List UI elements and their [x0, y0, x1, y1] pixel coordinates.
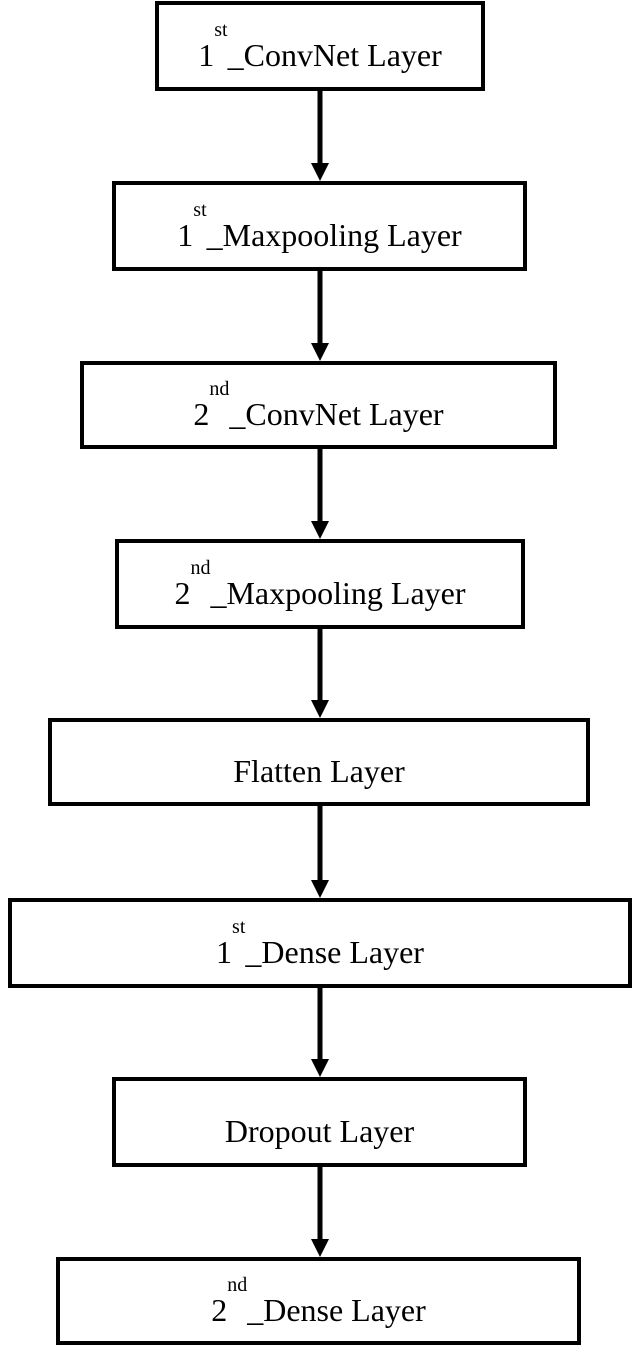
node-label: Flatten Layer [233, 753, 405, 789]
arrow-down-icon [311, 1239, 329, 1257]
edge-n2-n3 [311, 271, 329, 361]
arrow-down-icon [311, 1059, 329, 1077]
node-text: _ConvNet Layer [227, 37, 443, 73]
node-text: _ConvNet Layer [228, 396, 444, 432]
edge-n3-n4 [311, 449, 329, 539]
node-box [56, 1257, 581, 1345]
node-label: 2nd_Maxpooling Layer [174, 557, 465, 611]
node-label: 1st_Dense Layer [216, 916, 424, 970]
edge-n6-n7 [311, 988, 329, 1077]
edge-n1-n2 [311, 91, 329, 181]
node-ordinal: 1 [198, 37, 214, 73]
node-ordinal-suffix: nd [227, 1274, 247, 1296]
node-label: Dropout Layer [225, 1113, 415, 1149]
node-text: _Dense Layer [244, 934, 424, 970]
node-box [115, 539, 525, 629]
node-text: _Maxpooling Layer [209, 575, 465, 611]
node-n8: 2nd_Dense Layer [56, 1257, 581, 1345]
node-text: Flatten Layer [233, 753, 405, 789]
node-ordinal-suffix: st [193, 199, 207, 221]
arrow-down-icon [311, 163, 329, 181]
node-ordinal: 1 [177, 217, 193, 253]
node-box [8, 898, 632, 988]
node-box [48, 718, 590, 806]
node-box [112, 181, 527, 271]
edge-n4-n5 [311, 629, 329, 718]
node-ordinal: 2 [211, 1292, 227, 1328]
arrow-down-icon [311, 880, 329, 898]
edge-n5-n6 [311, 806, 329, 898]
arrow-down-icon [311, 521, 329, 539]
node-label: 1st_Maxpooling Layer [177, 199, 462, 253]
node-ordinal-suffix: nd [209, 378, 229, 400]
arrow-down-icon [311, 700, 329, 718]
node-label: 1st_ConvNet Layer [198, 19, 442, 73]
node-ordinal: 2 [174, 575, 190, 611]
node-ordinal: 2 [193, 396, 209, 432]
edges [311, 91, 329, 1257]
arrow-down-icon [311, 343, 329, 361]
node-text: _Maxpooling Layer [206, 217, 462, 253]
node-ordinal-suffix: st [214, 19, 228, 41]
node-n5: Flatten Layer [48, 718, 590, 806]
node-label: 2nd_ConvNet Layer [193, 378, 444, 432]
edge-n7-n8 [311, 1167, 329, 1257]
node-n6: 1st_Dense Layer [8, 898, 632, 988]
node-box [112, 1077, 527, 1167]
node-n2: 1st_Maxpooling Layer [112, 181, 527, 271]
node-box [80, 361, 557, 449]
node-label: 2nd_Dense Layer [211, 1274, 426, 1328]
node-text: _Dense Layer [246, 1292, 426, 1328]
node-text: Dropout Layer [225, 1113, 415, 1149]
node-n1: 1st_ConvNet Layer [155, 1, 485, 91]
node-n3: 2nd_ConvNet Layer [80, 361, 557, 449]
node-box [155, 1, 485, 91]
node-n4: 2nd_Maxpooling Layer [115, 539, 525, 629]
node-ordinal-suffix: nd [190, 557, 210, 579]
node-ordinal-suffix: st [232, 916, 246, 938]
node-ordinal: 1 [216, 934, 232, 970]
node-n7: Dropout Layer [112, 1077, 527, 1167]
